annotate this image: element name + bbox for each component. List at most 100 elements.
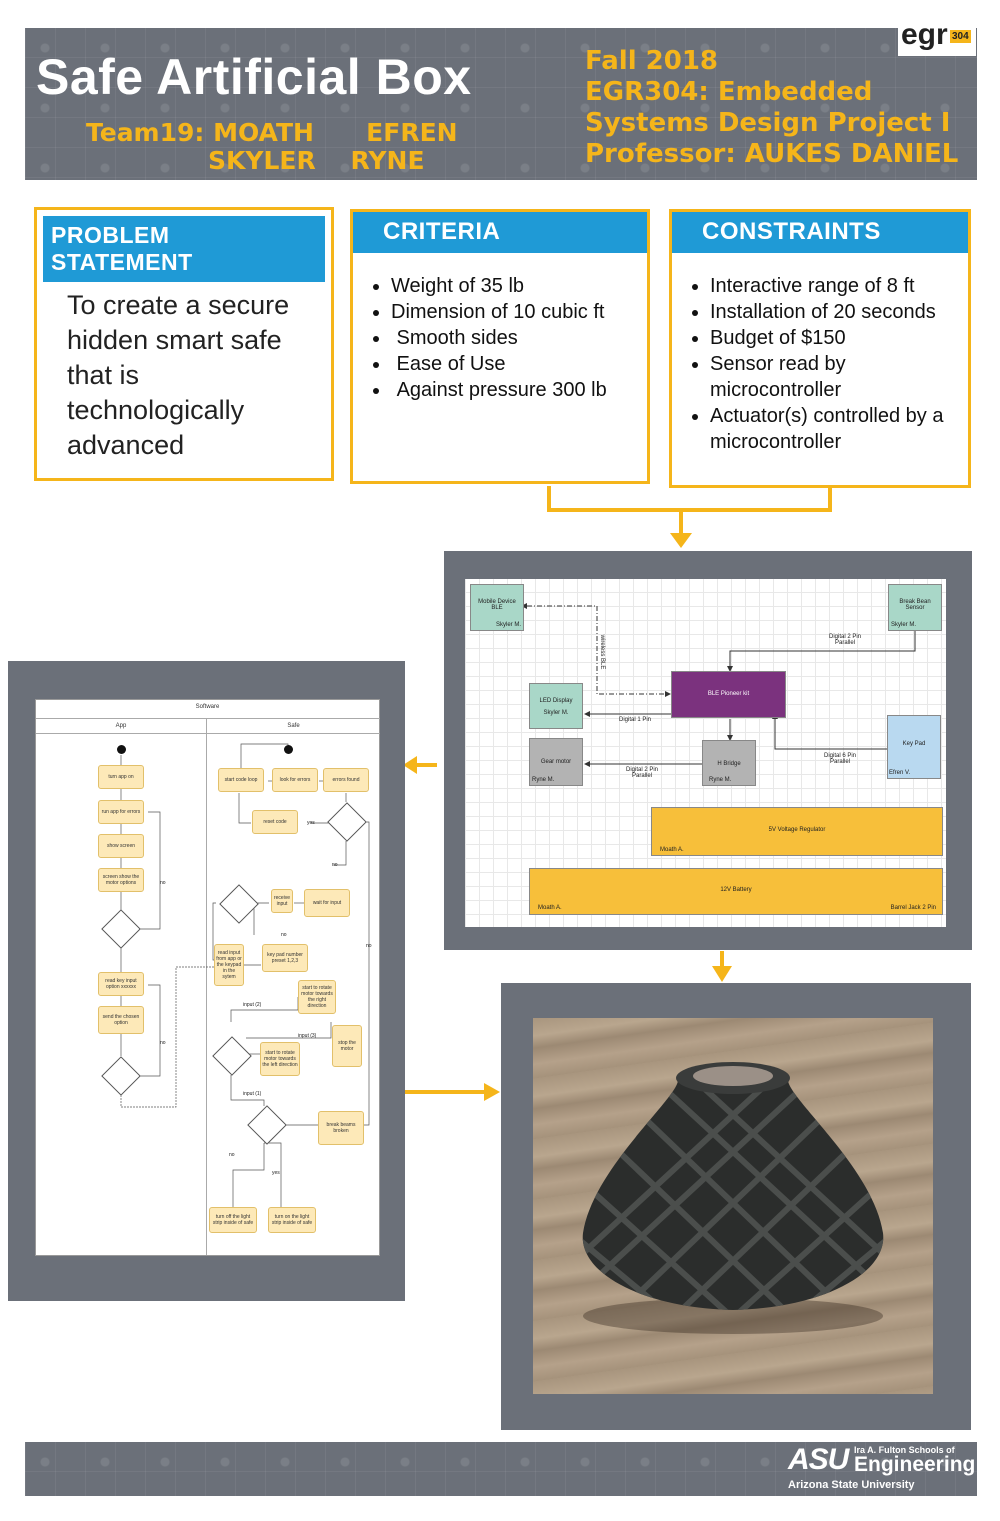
criteria-heading: CRITERIA <box>353 212 647 253</box>
flow-step: reset code <box>252 810 298 834</box>
school-line: Ira A. Fulton Schools of <box>854 1445 955 1455</box>
battery-label: 12V Battery <box>720 887 752 893</box>
constraints-list: Interactive range of 8 ft Installation o… <box>672 273 968 455</box>
constraints-box: CONSTRAINTS Interactive range of 8 ft In… <box>669 209 971 488</box>
led-display-owner: Skyler M. <box>543 710 569 716</box>
header-band <box>25 28 977 180</box>
university-line: Arizona State University <box>788 1479 915 1491</box>
course-line: Systems Design Project I <box>585 108 951 138</box>
constraints-item: Budget of $150 <box>710 325 968 351</box>
digital2-bottom-label: Digital 2 Pin Parallel <box>625 767 658 779</box>
flow-step: send the chosen option <box>98 1006 144 1034</box>
flowchart-title: Software <box>195 704 220 710</box>
product-photo <box>533 1018 933 1394</box>
criteria-item: Weight of 35 lb <box>391 273 647 299</box>
lane-app: App <box>36 718 206 734</box>
flow-label: input (3) <box>298 1033 317 1039</box>
h-bridge-label: H Bridge <box>717 761 741 767</box>
criteria-item: Smooth sides <box>391 325 647 351</box>
flow-step: start to rotate motor towards the left d… <box>260 1042 300 1076</box>
barrel-jack-label: Barrel Jack 2 Pin <box>890 905 936 911</box>
constraints-item: Sensor read by microcontroller <box>710 351 968 403</box>
criteria-item: Dimension of 10 cubic ft <box>391 299 647 325</box>
flow-step: look for errors <box>272 768 318 792</box>
problem-text: To create a secure hidden smart safe tha… <box>67 290 290 460</box>
engineering-line: Engineering <box>854 1453 976 1476</box>
keypad-node: Key Pad Efren V. <box>887 715 941 779</box>
criteria-item: Ease of Use <box>391 351 647 377</box>
flow-step: stop the motor <box>332 1025 362 1067</box>
voltage-regulator-owner: Moath A. <box>660 847 684 853</box>
flow-label: no <box>160 1040 166 1046</box>
break-beam-node: Break Bean Sensor Skyler M. <box>888 584 942 631</box>
ble-kit-node: BLE Pioneer kit <box>671 671 786 718</box>
flow-label: no <box>332 862 338 868</box>
flow-step: start to rotate motor towards the right … <box>298 980 336 1014</box>
constraints-item: Interactive range of 8 ft <box>710 273 968 299</box>
mobile-device-label: Mobile Device BLE <box>478 599 516 611</box>
voltage-regulator-node: 5V Voltage Regulator Moath A. <box>651 807 943 856</box>
asu-logo: ASU Ira A. Fulton Schools of Engineering… <box>786 1443 976 1495</box>
digital6-label: Digital 6 Pin Parallel <box>823 753 856 765</box>
poster-title: Safe Artificial Box <box>36 49 472 105</box>
ble-kit-label: BLE Pioneer kit <box>707 691 750 697</box>
flow-step: wait for input <box>304 889 350 917</box>
led-display-node: LED Display Skyler M. <box>529 683 583 729</box>
flow-label: yes <box>272 1170 280 1176</box>
flow-label: no <box>281 932 287 938</box>
h-bridge-node: H Bridge Ryne M. <box>702 740 756 786</box>
flow-step: run app for errors <box>98 800 144 824</box>
constraints-item: Actuator(s) controlled by a microcontrol… <box>710 403 968 455</box>
vase-illustration <box>582 1062 884 1334</box>
flow-step: start code loop <box>218 768 264 792</box>
flowchart: Software App Safe <box>35 699 380 1256</box>
flow-step: receive input <box>271 889 293 913</box>
problem-heading: PROBLEM STATEMENT <box>43 216 325 282</box>
gear-motor-node: Gear motor Ryne M. <box>529 738 583 786</box>
h-bridge-owner: Ryne M. <box>709 777 732 783</box>
flow-step: errors found <box>323 768 369 792</box>
flow-step: read key input option xxxxxx <box>98 972 144 996</box>
egr-logo: egr 304 <box>898 18 976 56</box>
lane-divider <box>206 732 207 1255</box>
flow-step: screen show the motor options <box>98 868 144 892</box>
flow-step: turn off the light strip inside of safe <box>209 1207 257 1233</box>
mobile-device-owner: Skyler M. <box>495 622 521 628</box>
keypad-label: Key Pad <box>902 741 926 747</box>
constraints-heading: CONSTRAINTS <box>672 212 968 253</box>
flow-label: no <box>160 880 166 886</box>
criteria-item: Against pressure 300 lb <box>391 377 647 403</box>
voltage-regulator-label: 5V Voltage Regulator <box>768 827 826 833</box>
mobile-device-node: Mobile Device BLE Skyler M. <box>470 584 524 631</box>
break-beam-owner: Skyler M. <box>891 622 917 628</box>
battery-owner: Moath A. <box>538 905 562 911</box>
flow-label: no <box>366 943 372 949</box>
team-line-1: Team19: MOATH EFREN <box>86 118 458 147</box>
constraints-item: Installation of 20 seconds <box>710 299 968 325</box>
break-beam-label: Break Bean Sensor <box>899 599 931 611</box>
egr-logo-badge: 304 <box>950 30 971 43</box>
gear-motor-label: Gear motor <box>540 759 572 765</box>
flow-step: turn on the light strip inside of safe <box>268 1207 316 1233</box>
battery-node: 12V Battery Moath A. Barrel Jack 2 Pin <box>529 868 943 915</box>
flow-label: input (1) <box>243 1091 262 1097</box>
flow-label: input (2) <box>243 1002 262 1008</box>
flow-step: show screen <box>98 834 144 858</box>
wireless-label: wireless BLE <box>599 634 605 670</box>
digital2-top-label: Digital 2 Pin Parallel <box>828 634 861 646</box>
egr-logo-text: egr <box>901 18 948 51</box>
flow-step: key pad number preset 1,2,3 <box>262 944 308 972</box>
flow-step: turn app on <box>98 765 144 789</box>
course-line: Professor: AUKES DANIEL <box>585 139 959 169</box>
flow-step: break beams broken <box>318 1111 364 1145</box>
block-diagram-lines <box>521 603 916 767</box>
criteria-box: CRITERIA Weight of 35 lb Dimension of 10… <box>350 209 650 484</box>
gear-motor-owner: Ryne M. <box>532 777 555 783</box>
flow-label: yes <box>307 820 315 826</box>
lane-safe: Safe <box>206 718 380 734</box>
keypad-owner: Efren V. <box>889 770 911 776</box>
app-start-node <box>117 745 126 754</box>
course-info: Fall 2018 EGR304: Embedded Systems Desig… <box>585 46 958 170</box>
team-line-2: SKYLER RYNE <box>208 146 425 175</box>
